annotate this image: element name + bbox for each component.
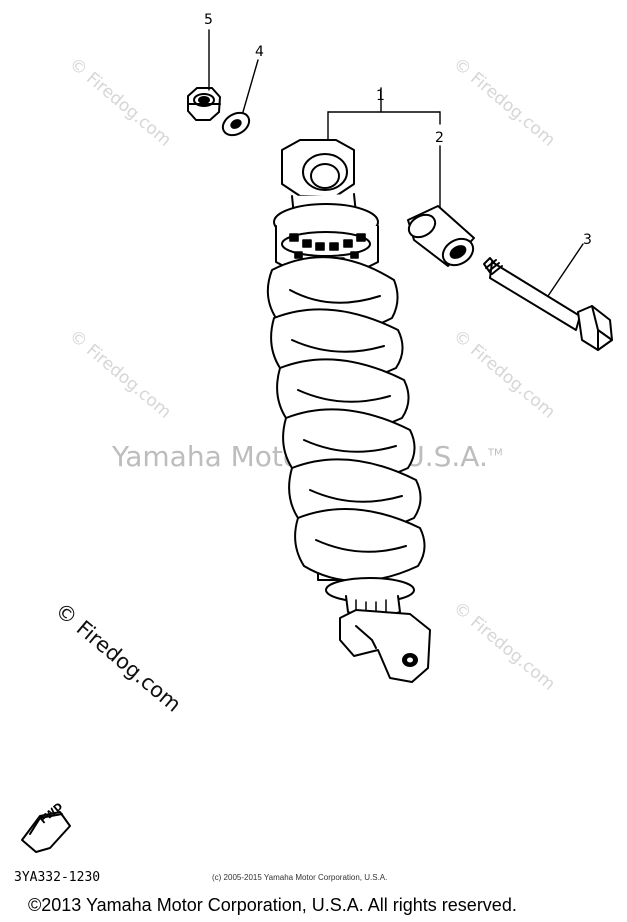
callout-3: 3 — [583, 232, 592, 248]
fwd-arrow-icon — [21, 811, 71, 853]
washer-part-4 — [221, 111, 251, 137]
callout-1: 1 — [376, 88, 385, 104]
bushing-part-2 — [407, 205, 475, 267]
callout-2: 2 — [435, 130, 444, 146]
leader-1 — [327, 87, 441, 141]
leader-3 — [547, 243, 584, 297]
leader-4 — [242, 59, 259, 113]
small-copyright: (c) 2005-2015 Yamaha Motor Corporation, … — [212, 873, 388, 882]
callout-5: 5 — [204, 12, 213, 28]
footer-copyright: ©2013 Yamaha Motor Corporation, U.S.A. A… — [28, 895, 517, 915]
nut-part-5 — [187, 87, 221, 121]
trademark-mark: TM — [487, 447, 503, 459]
shock-absorber-part-1 — [266, 139, 431, 683]
callout-4: 4 — [255, 44, 264, 60]
bolt-part-3 — [483, 257, 613, 351]
diagram-part-code: 3YA332-1230 — [14, 870, 101, 885]
